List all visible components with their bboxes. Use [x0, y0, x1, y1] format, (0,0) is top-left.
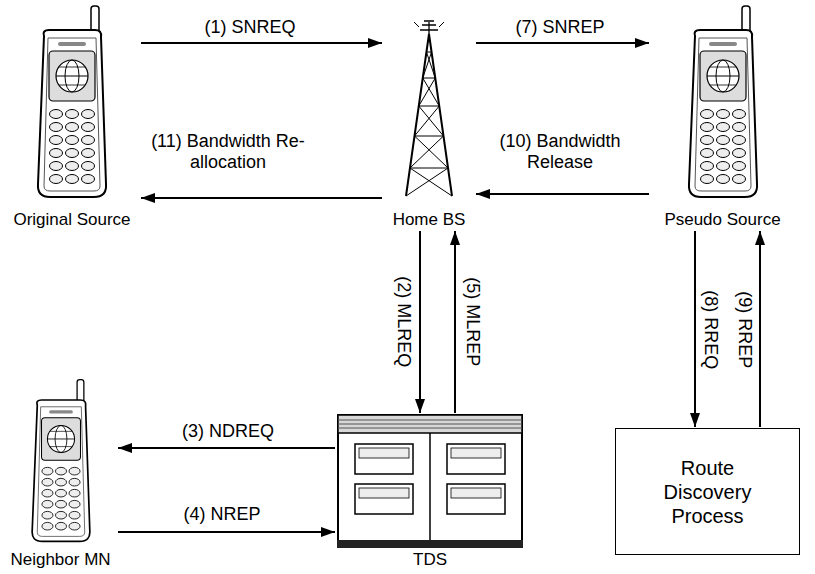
- process-text: Route Discovery Process: [648, 456, 768, 528]
- edge-label: (10) Bandwidth Release: [483, 131, 637, 174]
- node-label: Neighbor MN: [8, 550, 112, 570]
- phone-node: Original Source: [4, 4, 140, 230]
- connector-arrow: [454, 231, 456, 413]
- process-box: Route Discovery Process: [615, 428, 800, 555]
- edge-label: (5) MLREP: [461, 275, 483, 368]
- phone-icon: [683, 4, 763, 200]
- connector-arrow: [759, 231, 761, 427]
- node-label: Pseudo Source: [662, 210, 782, 230]
- phone-node: Pseudo Source: [650, 4, 795, 230]
- connector-arrow: [141, 197, 382, 199]
- node-label: TDS: [411, 550, 449, 570]
- edge-label: (1) SNREQ: [203, 17, 298, 39]
- connector-arrow: [476, 193, 649, 195]
- edge-label: (3) NDREQ: [180, 421, 276, 443]
- base-station-node: Home BS: [383, 18, 475, 230]
- edge-label: (2) MLREQ: [392, 274, 414, 369]
- server-node: TDS: [336, 414, 524, 570]
- server-icon: [337, 414, 523, 548]
- edge-label: (7) SNREP: [514, 17, 607, 39]
- connector-arrow: [419, 231, 421, 413]
- connector-arrow: [476, 42, 649, 44]
- edge-label: (9) RREP: [733, 289, 755, 370]
- phone-icon: [26, 378, 96, 544]
- edge-label: (8) RREQ: [699, 288, 721, 371]
- node-label: Original Source: [11, 210, 132, 230]
- node-label: Home BS: [391, 210, 468, 230]
- edge-label: (4) NREP: [182, 504, 263, 526]
- phone-icon: [32, 4, 112, 200]
- connector-arrow: [141, 42, 382, 44]
- tower-icon: [384, 18, 474, 198]
- connector-arrow: [694, 231, 696, 427]
- connector-arrow: [118, 531, 335, 533]
- edge-label: (11) Bandwidth Re- allocation: [136, 131, 320, 174]
- connector-arrow: [118, 447, 335, 449]
- phone-node: Neighbor MN: [4, 378, 117, 570]
